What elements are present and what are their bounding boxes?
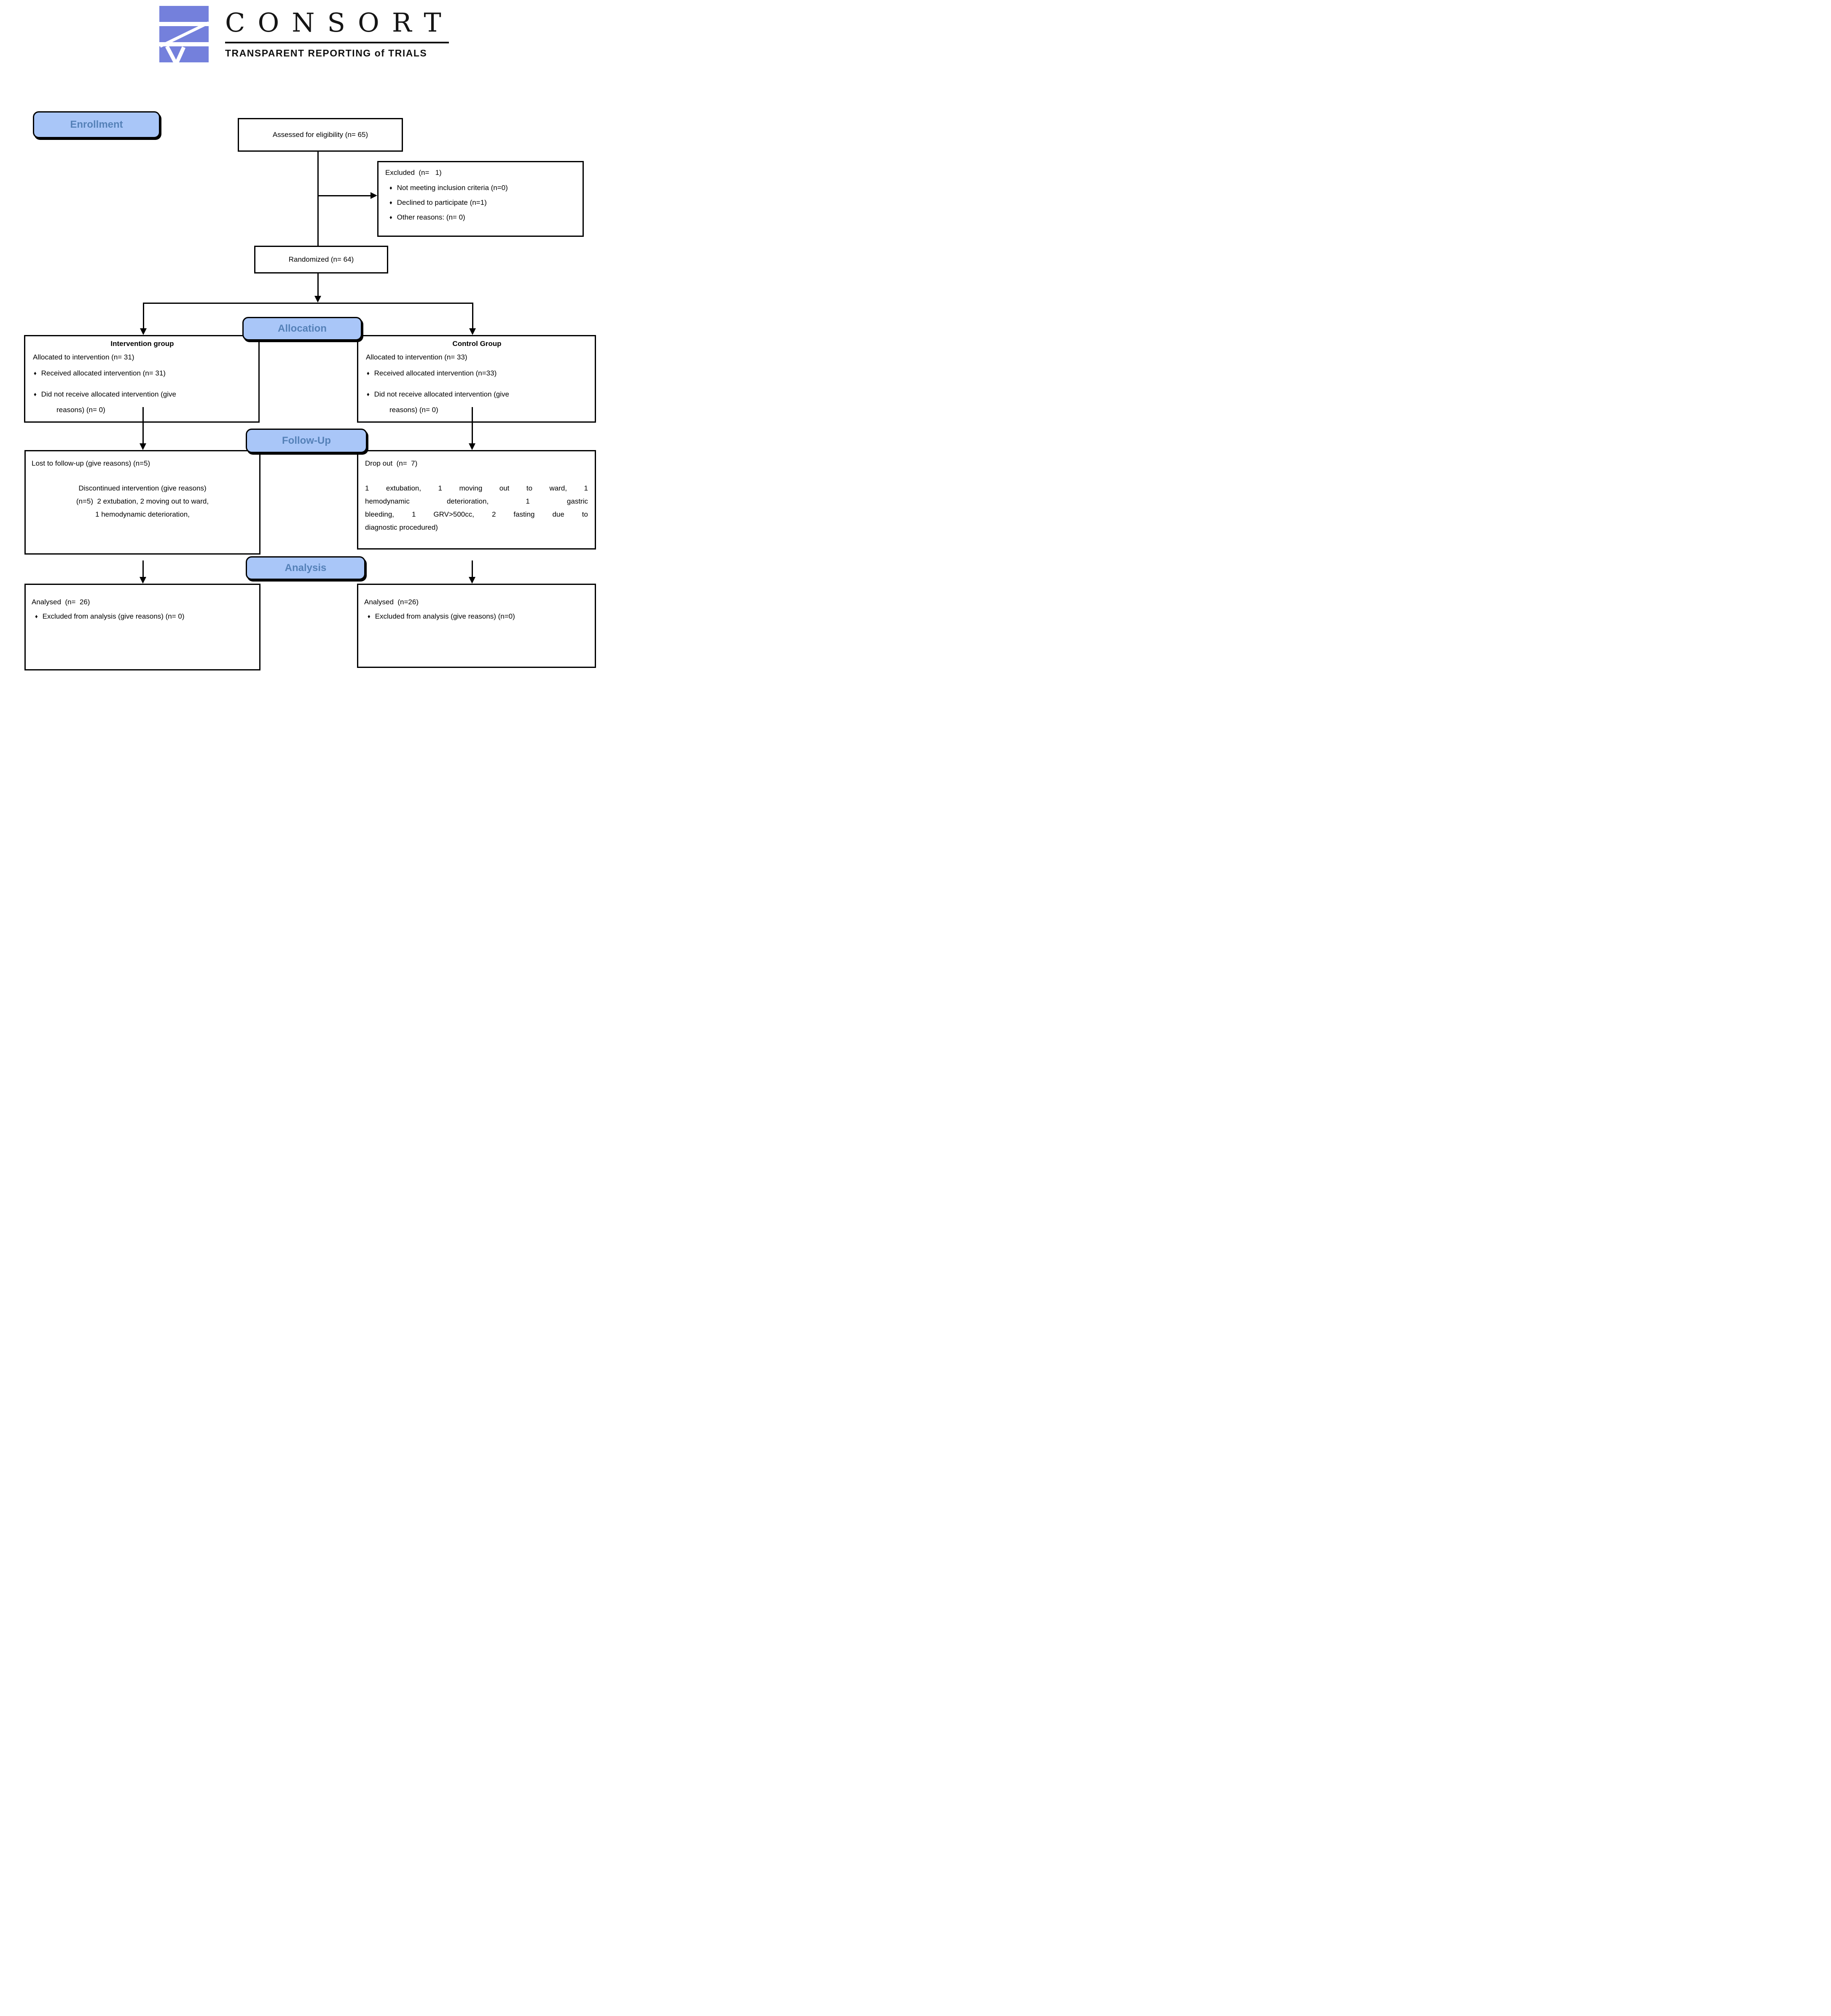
excluded-bullet-row: ♦ Not meeting inclusion criteria (n=0)	[385, 182, 578, 194]
flow-line-dropout-analysed	[472, 560, 473, 577]
dropout-line: Drop out (n= 7)	[365, 459, 418, 467]
analysed-right-bullet-row: ♦ Excluded from analysis (give reasons) …	[364, 611, 590, 622]
consort-logo-icon	[159, 6, 209, 65]
stage-label-enrollment: Enrollment	[33, 111, 160, 138]
arrowhead-down-dropout	[469, 443, 475, 450]
intervention-bullet-row: ♦ Did not receive allocated intervention…	[30, 389, 254, 400]
excluded-bullet-row: ♦ Other reasons: (n= 0)	[385, 212, 578, 223]
bullet-diamond-icon: ♦	[389, 214, 392, 220]
arrowhead-down-analysed-right	[469, 577, 475, 584]
flow-line-lost-analysed	[142, 560, 144, 577]
consort-title: CONSORT	[225, 7, 454, 38]
consort-flow-diagram: CONSORT TRANSPARENT REPORTING of TRIALS …	[0, 0, 610, 672]
intervention-bullet-text: Did not receive allocated intervention (…	[41, 390, 176, 398]
analysed-left-line: Analysed (n= 26)	[32, 598, 90, 606]
lost-line: Lost to follow-up (give reasons) (n=5)	[32, 459, 150, 467]
control-bullet-row: ♦ Received allocated intervention (n=33)	[363, 368, 591, 379]
flow-line-to-excluded	[317, 195, 370, 196]
arrowhead-down-lost	[140, 443, 146, 450]
control-bullet-wrap: reasons) (n= 0)	[389, 406, 438, 414]
flow-line-randomized-branch	[317, 273, 319, 296]
lost-center-line: Discontinued intervention (give reasons)	[78, 484, 207, 492]
box-intervention-group: Intervention group Allocated to interven…	[24, 335, 260, 423]
lost-center-line: (n=5) 2 extubation, 2 moving out to ward…	[76, 497, 209, 505]
analysed-right-bullet-text: Excluded from analysis (give reasons) (n…	[375, 612, 515, 620]
flow-branch-line	[143, 303, 473, 304]
dropout-reason-line: 1 extubation, 1 moving out to ward, 1	[365, 484, 588, 492]
bullet-diamond-icon: ♦	[389, 199, 392, 206]
analysed-right-line: Analysed (n=26)	[364, 598, 419, 606]
consort-subtitle: TRANSPARENT REPORTING of TRIALS	[225, 48, 427, 59]
excluded-bullet-text: Declined to participate (n=1)	[397, 198, 487, 206]
arrowhead-down-branch	[314, 296, 321, 303]
arrowhead-down-control	[469, 328, 476, 335]
flow-line-assessed-randomized	[317, 152, 319, 246]
arrowhead-right-excluded	[370, 192, 377, 199]
box-analysed-intervention: Analysed (n= 26) ♦ Excluded from analysi…	[24, 584, 260, 670]
box-analysed-control: Analysed (n=26) ♦ Excluded from analysis…	[357, 584, 596, 668]
control-bullet-text: Received allocated intervention (n=33)	[374, 369, 497, 377]
flow-line-branch-control	[472, 303, 473, 328]
bullet-diamond-icon: ♦	[389, 185, 392, 191]
control-allocated-line: Allocated to intervention (n= 33)	[366, 353, 467, 361]
arrowhead-down-intervention	[140, 328, 147, 335]
analysed-left-bullet-row: ♦ Excluded from analysis (give reasons) …	[32, 611, 254, 622]
intervention-allocated-line: Allocated to intervention (n= 31)	[33, 353, 134, 361]
control-bullet-text: Did not receive allocated intervention (…	[374, 390, 509, 398]
box-randomized: Randomized (n= 64)	[254, 246, 388, 273]
excluded-bullet-row: ♦ Declined to participate (n=1)	[385, 197, 578, 209]
stage-label-followup: Follow-Up	[246, 429, 367, 453]
assessed-text: Assessed for eligibility (n= 65)	[272, 131, 368, 139]
bullet-diamond-icon: ♦	[368, 613, 370, 619]
bullet-diamond-icon: ♦	[34, 391, 37, 397]
randomized-text: Randomized (n= 64)	[288, 255, 354, 263]
control-title: Control Group	[452, 340, 502, 348]
arrowhead-down-analysed-left	[140, 577, 146, 584]
flow-line-branch-intervention	[143, 303, 144, 328]
lost-center-line: 1 hemodynamic deterioration,	[95, 510, 190, 518]
intervention-bullet-row: ♦ Received allocated intervention (n= 31…	[30, 368, 254, 379]
box-lost-to-followup: Lost to follow-up (give reasons) (n=5) D…	[24, 450, 260, 555]
box-dropout: Drop out (n= 7) 1 extubation, 1 moving o…	[357, 450, 596, 550]
bullet-diamond-icon: ♦	[35, 613, 38, 619]
stage-label-analysis: Analysis	[246, 556, 365, 580]
intervention-bullet-text: Received allocated intervention (n= 31)	[41, 369, 166, 377]
flow-line-control-followup	[472, 407, 473, 443]
dropout-reason-line: bleeding, 1 GRV>500cc, 2 fasting due to	[365, 510, 588, 518]
box-assessed: Assessed for eligibility (n= 65)	[238, 118, 403, 152]
box-excluded: Excluded (n= 1) ♦ Not meeting inclusion …	[377, 161, 584, 237]
dropout-reason-line: hemodynamic deterioration, 1 gastric	[365, 497, 588, 505]
excluded-bullet-text: Not meeting inclusion criteria (n=0)	[397, 184, 508, 192]
excluded-title: Excluded (n= 1)	[385, 169, 442, 177]
bullet-diamond-icon: ♦	[34, 370, 37, 376]
box-control-group: Control Group Allocated to intervention …	[357, 335, 596, 423]
intervention-title: Intervention group	[110, 340, 174, 348]
control-bullet-row: ♦ Did not receive allocated intervention…	[363, 389, 591, 400]
intervention-bullet-wrap: reasons) (n= 0)	[56, 406, 105, 414]
bullet-diamond-icon: ♦	[367, 391, 370, 397]
flow-line-intervention-followup	[142, 407, 144, 443]
consort-rule	[225, 42, 449, 43]
dropout-reason-line: diagnostic procedured)	[365, 523, 438, 531]
bullet-diamond-icon: ♦	[367, 370, 370, 376]
dropout-reasons-block: 1 extubation, 1 moving out to ward, 1 he…	[365, 482, 588, 534]
lost-discontinued-block: Discontinued intervention (give reasons)…	[32, 482, 253, 521]
analysed-left-bullet-text: Excluded from analysis (give reasons) (n…	[42, 612, 185, 620]
excluded-bullet-text: Other reasons: (n= 0)	[397, 213, 465, 221]
stage-label-allocation: Allocation	[242, 317, 362, 340]
